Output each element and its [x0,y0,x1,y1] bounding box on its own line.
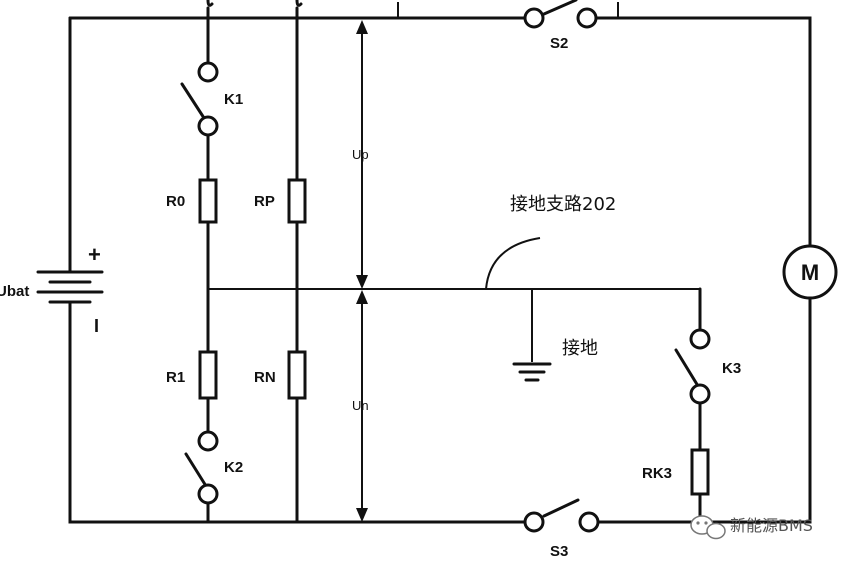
up-label: Up [352,147,369,162]
k3-label: K3 [722,360,741,377]
un-label: Un [352,398,369,413]
r1-resistor [198,350,218,400]
rn-label: RN [254,369,276,386]
wechat-icon [690,515,726,540]
watermark-text: 新能源BMS [730,516,813,535]
battery [36,256,104,312]
s3-switch [523,498,600,533]
rk3-resistor [690,448,710,496]
ground-branch-pointer [485,237,541,290]
s2-switch [523,0,598,29]
s3-label: S3 [550,543,568,560]
ground-label: 接地 [562,338,598,359]
rp-resistor [287,178,307,224]
k1-switch [180,0,219,182]
motor-label: M [801,260,819,285]
ubat-label: Ubat [0,283,29,300]
rp-label: RP [254,193,275,210]
s2-label: S2 [550,35,568,52]
plus-sign: + [88,242,101,267]
r0-label: R0 [166,193,185,210]
r1-label: R1 [166,369,185,386]
rn-resistor [287,350,307,400]
un-arrow [356,290,368,522]
k2-label: K2 [224,459,243,476]
k3-switch [674,287,711,452]
ground-branch-label: 接地支路202 [510,194,616,215]
up-arrow [356,20,368,289]
minus-sign: I [94,316,99,336]
k2-switch [184,396,219,524]
rp-rn-branch [295,0,303,524]
ground-symbol [512,289,552,382]
r0-resistor [198,178,218,224]
rk3-label: RK3 [642,465,672,482]
k1-label: K1 [224,91,243,108]
motor [782,244,838,300]
